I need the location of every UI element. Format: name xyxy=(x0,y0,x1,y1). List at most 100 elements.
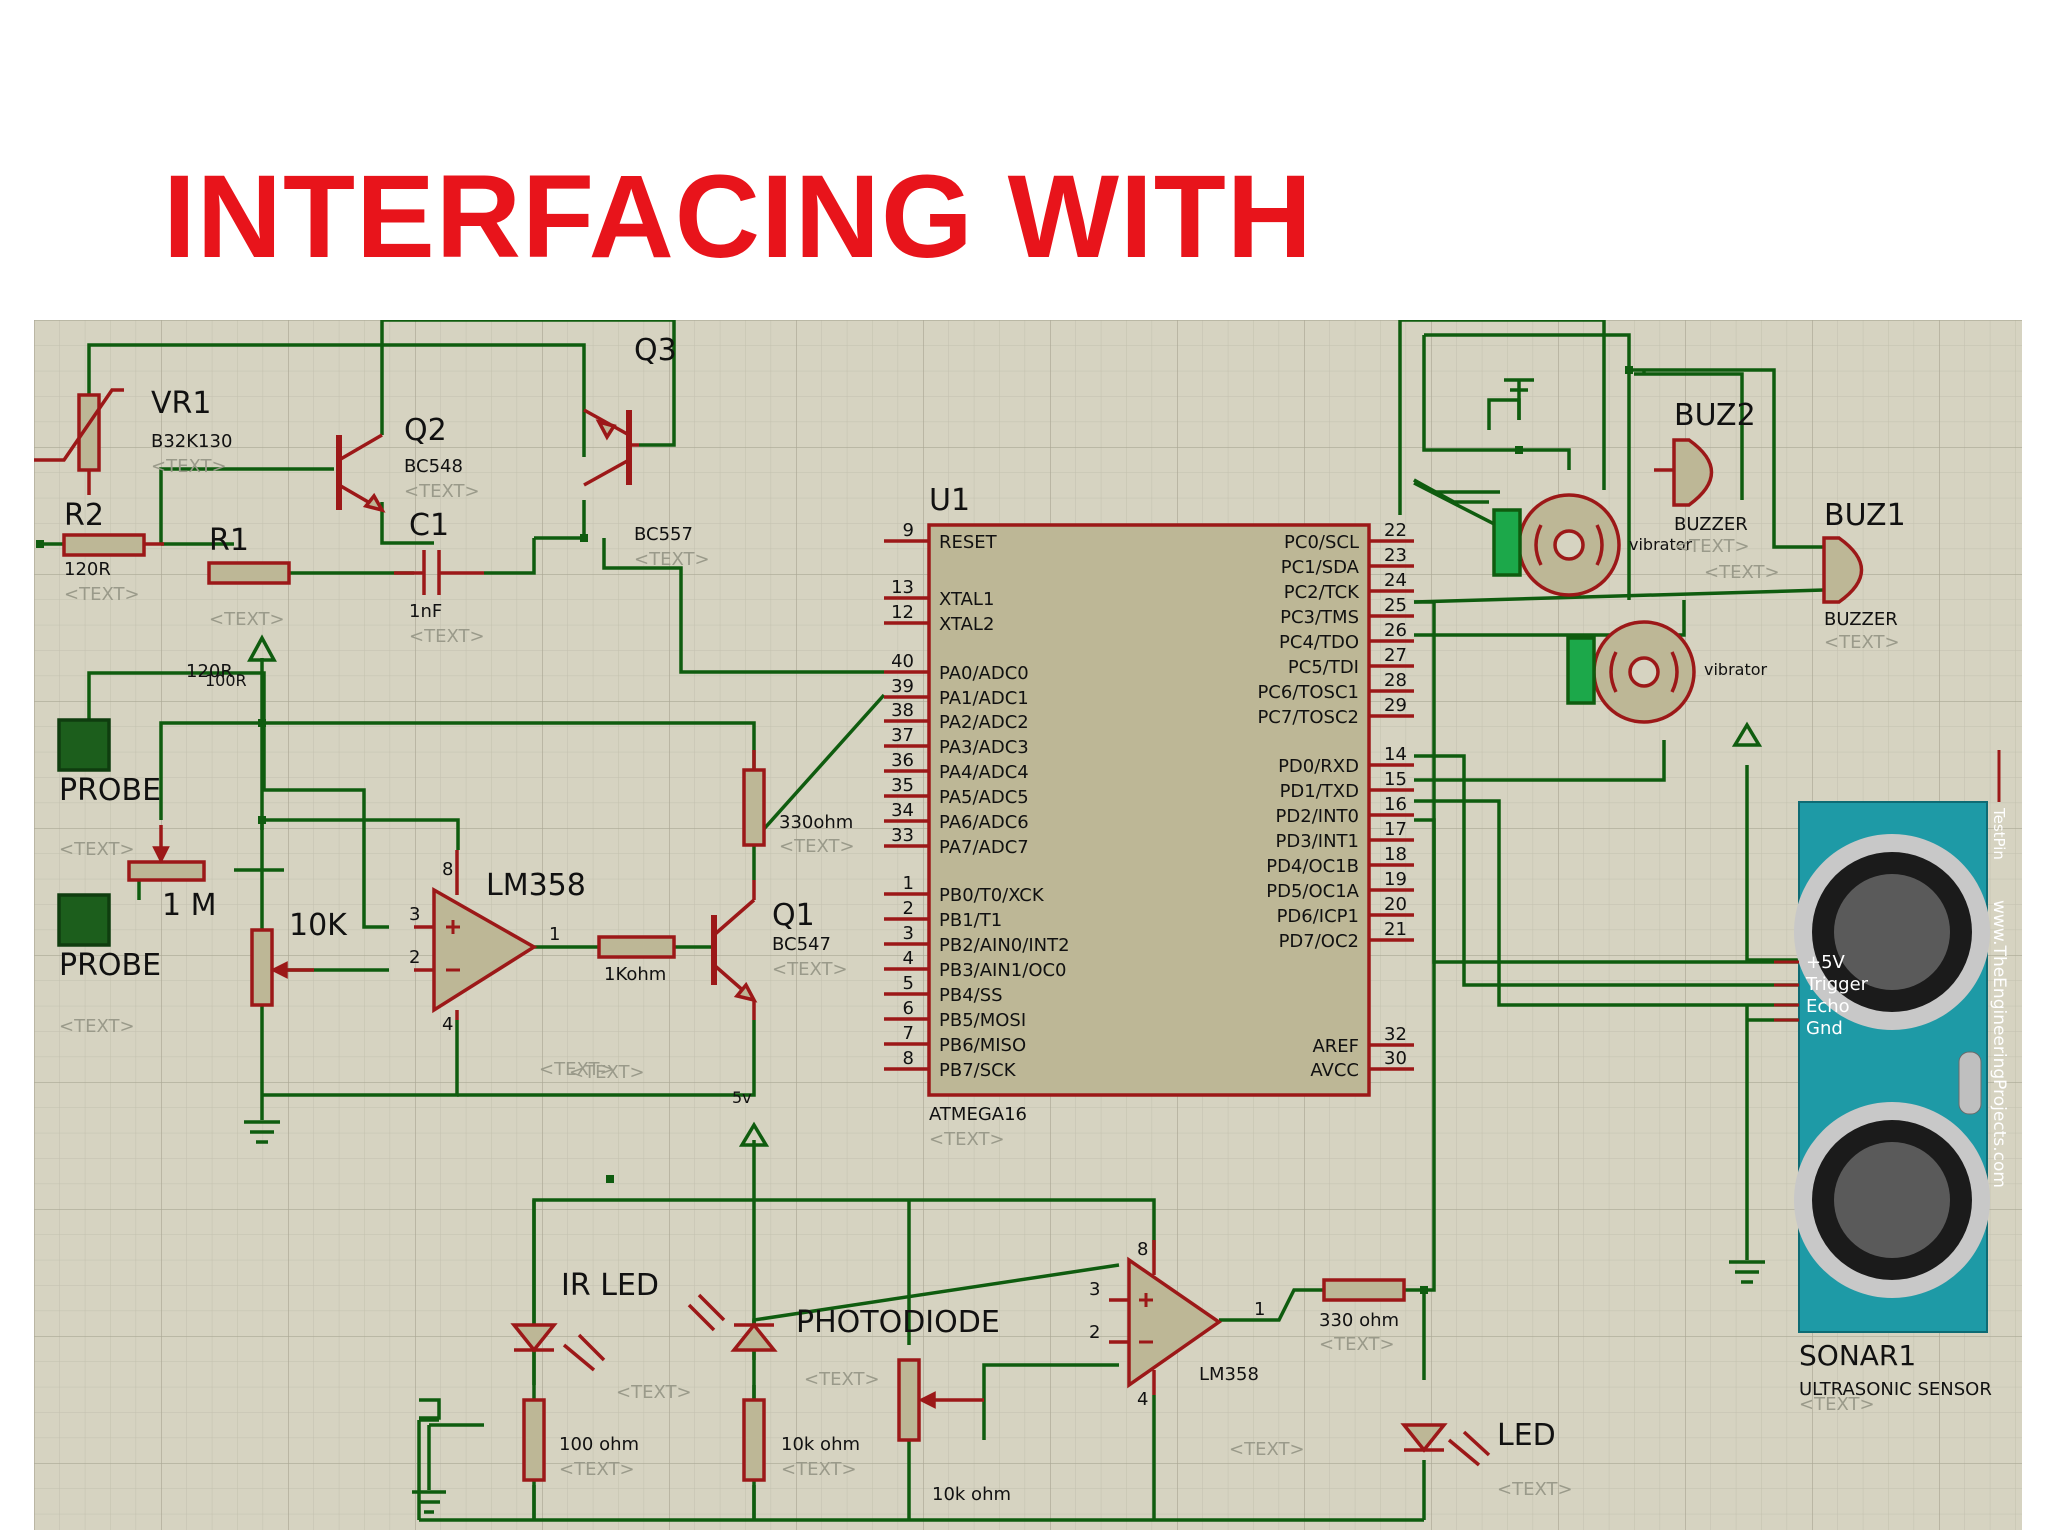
sonar-eye-top xyxy=(1794,834,1990,1030)
ir-led xyxy=(510,1323,606,1372)
u1-pin-num-left: 2 xyxy=(903,898,914,919)
components xyxy=(34,388,1864,1482)
u1-pin-name-right: PC0/SCL xyxy=(1284,532,1359,553)
pot-10k xyxy=(250,928,314,1007)
label-5v: 5v xyxy=(732,1088,752,1107)
sonar-pin-5v: +5V xyxy=(1806,952,1846,973)
label-vibrator-2: vibrator xyxy=(1704,660,1768,679)
u1-pin-num-left: 35 xyxy=(891,775,914,796)
placeholder-text: <TEXT> xyxy=(1229,1439,1305,1460)
pot-1m xyxy=(127,825,206,882)
u1-pin-num-left: 3 xyxy=(903,923,914,944)
u1-pin-num-right: 19 xyxy=(1384,869,1407,890)
placeholder-text: <TEXT> xyxy=(59,839,135,860)
label-lm358-top: LM358 xyxy=(486,868,586,903)
u1-pin-num-right: 14 xyxy=(1384,744,1407,765)
u1-pin-name-left: PA4/ADC4 xyxy=(939,762,1029,783)
label-q3: Q3 xyxy=(634,333,677,368)
mini-cap-2 xyxy=(1566,636,1596,705)
u1-pin-num-left: 7 xyxy=(903,1023,914,1044)
u1-pin-name-left: XTAL2 xyxy=(939,614,994,635)
opamp-top xyxy=(414,850,538,1020)
label-vibrator-1: vibrator xyxy=(1629,535,1693,554)
u1-pin-name-left: PB3/AIN1/OC0 xyxy=(939,960,1067,981)
placeholder-text: <TEXT> xyxy=(559,1459,635,1480)
u1-pin-name-right: PD6/ICP1 xyxy=(1277,906,1359,927)
power-arrow-1 xyxy=(247,634,277,662)
u1-pin-name-right: PC7/TOSC2 xyxy=(1257,707,1359,728)
label-r1: R1 xyxy=(209,523,249,558)
u1-pin-name-right: PC3/TMS xyxy=(1280,607,1359,628)
power-arrow-3 xyxy=(1731,721,1763,747)
u1-pin-num-left: 39 xyxy=(891,676,914,697)
u1-pin-num-left: 12 xyxy=(891,602,914,623)
u1-pin-name-right: PC5/TDI xyxy=(1288,657,1359,678)
r1-resistor xyxy=(207,561,291,585)
label-vr1: VR1 xyxy=(151,386,211,421)
sonar-side-text: www.TheEngineeringProjects.com xyxy=(1989,900,2009,1188)
label-q3-val: BC557 xyxy=(634,524,693,545)
u1-pin-num-right: 27 xyxy=(1384,645,1407,666)
slide-title: INTERFACING WITH xyxy=(163,151,1314,283)
u1-pin-name-right: PC1/SDA xyxy=(1281,557,1360,578)
u1-pin-num-right: 24 xyxy=(1384,570,1407,591)
atmega16-chip: 9RESET13XTAL112XTAL240PA0/ADC039PA1/ADC1… xyxy=(884,520,1414,1097)
label-c1-val: 1nF xyxy=(409,601,442,622)
u1-pin-num-left: 34 xyxy=(891,800,914,821)
sonar-pin-gnd: Gnd xyxy=(1806,1018,1843,1039)
u1-pin-name-right: PD3/INT1 xyxy=(1276,831,1359,852)
u1-pin-num-right: 15 xyxy=(1384,769,1407,790)
u1-pin-num-right: 30 xyxy=(1384,1048,1407,1069)
u1-pin-num-left: 4 xyxy=(903,948,914,969)
label-led: LED xyxy=(1497,1418,1556,1453)
r-10k-a xyxy=(742,1398,766,1482)
label-buzzer-1: BUZZER xyxy=(1674,514,1748,535)
u1-pin-name-right: PD4/OC1B xyxy=(1266,856,1359,877)
sonar-eye-bottom xyxy=(1794,1102,1990,1298)
probe-2 xyxy=(57,893,111,947)
u1-pin-name-left: PA7/ADC7 xyxy=(939,837,1029,858)
u1-pin-name-left: PA2/ADC2 xyxy=(939,712,1029,733)
placeholder-text: <TEXT> xyxy=(64,584,140,605)
opamp-bottom-pin-4: 4 xyxy=(1137,1389,1148,1410)
ground-right xyxy=(1729,1230,1765,1284)
opamp-pin-numbers: 8 3 2 1 4 8 3 2 1 4 xyxy=(409,859,1265,1410)
u1-pin-num-left: 33 xyxy=(891,825,914,846)
u1-pin-num-left: 1 xyxy=(903,873,914,894)
label-q1-val: BC547 xyxy=(772,934,831,955)
u1-pin-num-right: 22 xyxy=(1384,520,1407,541)
label-sonar1: SONAR1 xyxy=(1799,1339,1916,1372)
u1-pin-num-right: 26 xyxy=(1384,620,1407,641)
probe-1 xyxy=(57,718,111,772)
vibrator-2 xyxy=(1592,620,1696,724)
label-r2-val: 120R xyxy=(64,559,111,580)
u1-pin-name-right: PD5/OC1A xyxy=(1266,881,1359,902)
sonar-module xyxy=(1774,750,2001,1333)
opamp-top-pin-1: 1 xyxy=(549,924,560,945)
u1-pin-name-right: AVCC xyxy=(1310,1060,1359,1081)
u1-pin-name-left: PB1/T1 xyxy=(939,910,1002,931)
opamp-bottom-pin-2: 2 xyxy=(1089,1322,1100,1343)
u1-pin-num-left: 8 xyxy=(903,1048,914,1069)
placeholder-text: <TEXT> xyxy=(779,836,855,857)
u1-pin-name-right: AREF xyxy=(1312,1036,1359,1057)
placeholder-text: <TEXT> xyxy=(151,456,227,477)
ground-symbols xyxy=(244,378,1765,1514)
placeholder-text: <TEXT> xyxy=(1319,1334,1395,1355)
u1-pin-name-right: PC6/TOSC1 xyxy=(1257,682,1359,703)
label-mini-cap-1: 100R xyxy=(205,671,247,690)
label-r100: 100 ohm xyxy=(559,1434,639,1455)
u1-pin-num-left: 37 xyxy=(891,725,914,746)
opamp-bottom-pin-3: 3 xyxy=(1089,1279,1100,1300)
label-u1: U1 xyxy=(929,483,970,518)
u1-pin-num-right: 25 xyxy=(1384,595,1407,616)
u1-pin-num-left: 5 xyxy=(903,973,914,994)
opamp-top-pin-4: 4 xyxy=(442,1014,453,1035)
sonar-pin-trigger: Trigger xyxy=(1805,974,1869,995)
placeholder-text: <TEXT> xyxy=(409,626,485,647)
vr1-thermistor xyxy=(34,388,124,495)
u1-right-pins: 22PC0/SCL23PC1/SDA24PC2/TCK25PC3/TMS26PC… xyxy=(1257,520,1414,1081)
label-q2-val: BC548 xyxy=(404,456,463,477)
placeholder-text: <TEXT> xyxy=(59,1016,135,1037)
label-lm358-bottom: LM358 xyxy=(1199,1364,1259,1385)
